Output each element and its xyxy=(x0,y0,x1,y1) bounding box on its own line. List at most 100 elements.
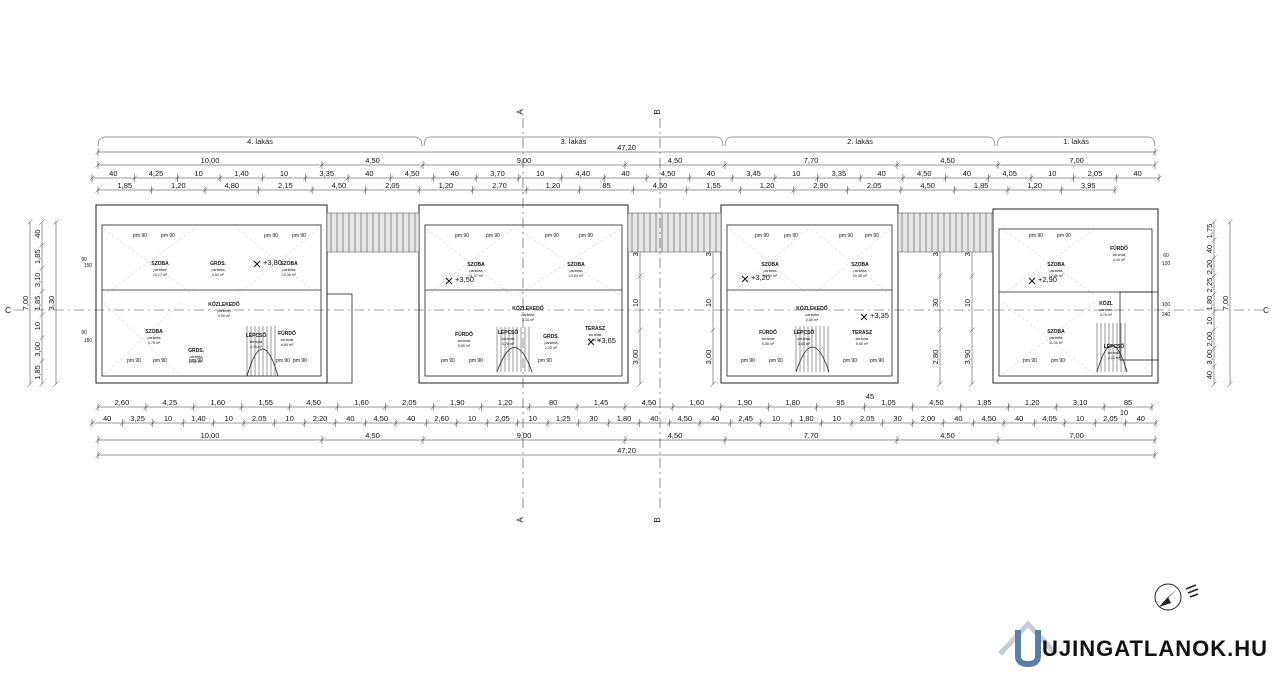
level-marker-icon xyxy=(587,338,595,346)
dimension-tick xyxy=(1211,255,1217,261)
room-floor: kerámia xyxy=(798,337,811,341)
dimension-label: 40 xyxy=(1205,245,1214,253)
section-marker: B xyxy=(653,109,662,114)
room-name: FÜRDŐ xyxy=(759,329,777,336)
room-floor: kerámia xyxy=(1108,351,1121,355)
room-floor: parketta xyxy=(545,341,558,345)
dimension-tick xyxy=(1227,219,1233,225)
dimension-label: 3,10 xyxy=(33,273,42,288)
room-area: 5,80 m² xyxy=(458,344,471,348)
dimension-tick xyxy=(710,273,716,279)
section-marker: B xyxy=(653,517,662,522)
section-marker: C xyxy=(1263,306,1269,315)
dimension-label: 40 xyxy=(1133,169,1141,178)
room-floor: parketta xyxy=(854,269,867,273)
dimension-label: 7,00 xyxy=(1221,296,1230,311)
dimension-label: 1,55 xyxy=(706,181,721,190)
room-floor: parketta xyxy=(190,355,203,359)
room-area: 4,76 m² xyxy=(502,342,515,346)
dimension-label: 10 xyxy=(963,299,972,307)
room-diagonal xyxy=(426,228,513,296)
dimension-label: 1,90 xyxy=(450,398,465,407)
window-label: pm 90 xyxy=(1029,233,1043,239)
room-area: 5,04 m² xyxy=(589,338,602,342)
room-area: 13,17 m² xyxy=(153,273,168,277)
dimension-tick xyxy=(937,273,943,279)
dimension-label: 30 xyxy=(931,299,940,307)
apartment-label: 3. lakás xyxy=(561,137,587,146)
dimension-tick xyxy=(710,381,716,387)
room-floor: parketta xyxy=(1100,308,1113,312)
dimension-label: 1,20 xyxy=(171,181,186,190)
dimension-label: 7,70 xyxy=(804,431,819,440)
dimension-label: 1,40 xyxy=(234,169,249,178)
window-label: pm 90 xyxy=(292,233,306,239)
room-area: 4,78 m² xyxy=(250,345,263,349)
room-area: 3,50 m² xyxy=(218,314,231,318)
building-block xyxy=(418,204,629,384)
dimension-label: 10 xyxy=(704,299,713,307)
dimension-tick xyxy=(39,219,45,225)
room-name: SZOBA xyxy=(145,329,163,335)
window-label: pm 90 xyxy=(741,358,755,364)
window-label: pm 90 xyxy=(153,358,167,364)
apartment-bracket xyxy=(996,136,1156,147)
dimension-label: 2,70 xyxy=(492,181,507,190)
dimension-label: 45 xyxy=(866,392,874,401)
dimension-label: 40 xyxy=(954,414,962,423)
dimension-label: 47,20 xyxy=(617,143,636,152)
dimension-label: 1,80 xyxy=(785,398,800,407)
dimension-label: 4,50 xyxy=(306,398,321,407)
room-name: FÜRDŐ xyxy=(1110,245,1128,252)
room-diagonal xyxy=(516,228,621,296)
room-area: 13,84 m² xyxy=(569,274,584,278)
level-marker-icon xyxy=(860,313,868,321)
level-label: +3,65 xyxy=(597,336,616,345)
room-floor: parketta xyxy=(154,268,167,272)
window-label: pm 90 xyxy=(486,233,500,239)
apartment-bracket xyxy=(724,136,996,147)
room-floor: parketta xyxy=(806,313,819,317)
room-area: 10,38 m² xyxy=(282,273,297,277)
dimension-tick xyxy=(39,288,45,295)
room-floor: parketta xyxy=(283,268,296,272)
room-diagonal xyxy=(729,228,809,296)
room-area: 2,25 m² xyxy=(545,346,558,350)
dimension-label: 10 xyxy=(1076,414,1084,423)
dimension-label: 120 xyxy=(1162,261,1171,267)
dimension-label: 2,05 xyxy=(402,398,417,407)
room-name: SZOBA xyxy=(1047,262,1065,268)
dimension-label: 3,00 xyxy=(631,350,640,365)
dimension-label: 1,20 xyxy=(1027,181,1042,190)
room-floor: kerámia xyxy=(762,337,775,341)
dimension-tick xyxy=(1211,381,1217,387)
room-area: 3,85 m² xyxy=(798,342,811,346)
room-name: SZOBA xyxy=(567,262,585,268)
dimension-label: 40 xyxy=(33,229,42,237)
stair-curve xyxy=(795,346,830,373)
dimension-label: 4,40 xyxy=(576,169,591,178)
dimension-label: 240 xyxy=(1162,312,1171,318)
dimension-label: 40 xyxy=(1015,414,1023,423)
dimension-label: 1,60 xyxy=(690,398,705,407)
terrace xyxy=(326,293,353,384)
building-block xyxy=(992,208,1159,384)
dimension-label: 40 xyxy=(365,169,373,178)
dimension-tick xyxy=(1227,381,1233,387)
dimension-label: 10 xyxy=(536,169,544,178)
room-diagonal xyxy=(237,228,319,296)
room-name: KÖZL xyxy=(1099,300,1113,307)
dimension-label: 1,20 xyxy=(439,181,454,190)
dimension-label: 7,00 xyxy=(1069,156,1084,165)
dimension-tick xyxy=(1211,345,1217,351)
dimension-tick xyxy=(53,381,59,387)
dimension-label: 4,50 xyxy=(981,414,996,423)
window-label: pm 90 xyxy=(455,233,469,239)
window-label: pm 90 xyxy=(865,233,879,239)
level-marker-icon xyxy=(445,277,453,285)
dimension-label: 10 xyxy=(529,414,537,423)
room-area: 3,34 m² xyxy=(522,318,535,322)
apartment-bracket xyxy=(423,136,724,147)
dimension-label: 3,10 xyxy=(1073,398,1088,407)
dimension-label: 40 xyxy=(1137,414,1145,423)
